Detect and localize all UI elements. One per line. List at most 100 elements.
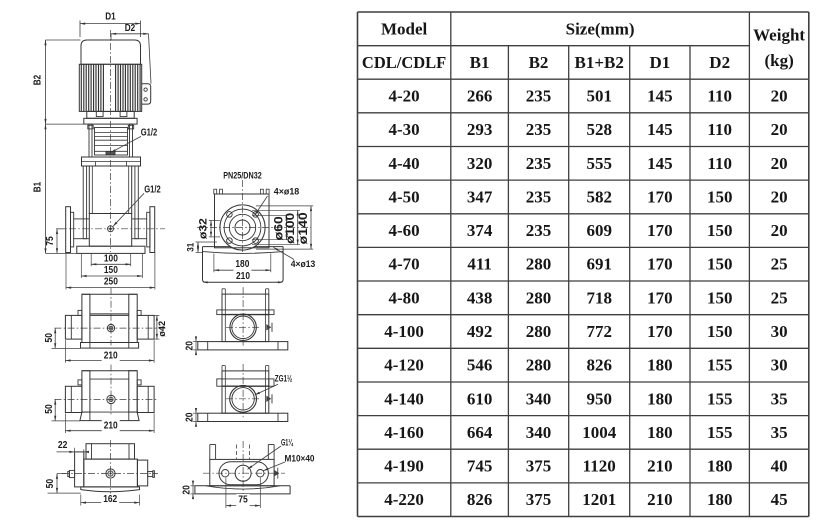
- svg-text:235: 235: [526, 120, 552, 139]
- svg-text:ø60: ø60: [272, 216, 286, 240]
- svg-text:Size(mm): Size(mm): [566, 19, 635, 38]
- svg-text:31: 31: [185, 242, 196, 252]
- svg-text:20: 20: [771, 187, 788, 206]
- svg-text:950: 950: [586, 389, 612, 408]
- svg-text:M10×40: M10×40: [285, 453, 315, 463]
- svg-text:4-50: 4-50: [389, 187, 420, 206]
- svg-text:G1/2: G1/2: [141, 128, 158, 139]
- svg-text:320: 320: [467, 154, 493, 173]
- svg-text:180: 180: [235, 259, 249, 270]
- svg-text:4-60: 4-60: [389, 221, 420, 240]
- svg-text:501: 501: [586, 87, 612, 106]
- svg-text:582: 582: [586, 187, 612, 206]
- svg-text:Weight: Weight: [753, 26, 805, 45]
- svg-text:D2: D2: [709, 53, 730, 72]
- svg-text:4-40: 4-40: [389, 154, 420, 173]
- svg-text:664: 664: [467, 423, 493, 442]
- svg-text:170: 170: [647, 221, 673, 240]
- svg-text:20: 20: [182, 485, 193, 495]
- svg-text:150: 150: [707, 255, 733, 274]
- svg-text:826: 826: [467, 490, 493, 509]
- svg-text:B2: B2: [32, 74, 43, 85]
- svg-text:609: 609: [586, 221, 612, 240]
- svg-text:235: 235: [526, 187, 552, 206]
- svg-text:CDL/CDLF: CDL/CDLF: [362, 53, 446, 72]
- svg-text:210: 210: [104, 421, 118, 432]
- svg-text:ø100: ø100: [283, 212, 297, 243]
- svg-text:150: 150: [707, 187, 733, 206]
- svg-text:25: 25: [771, 255, 788, 274]
- svg-text:75: 75: [238, 495, 248, 506]
- svg-text:D1: D1: [105, 12, 116, 23]
- svg-text:375: 375: [526, 490, 552, 509]
- svg-text:162: 162: [103, 494, 117, 505]
- svg-text:280: 280: [526, 288, 552, 307]
- svg-text:ZG1½: ZG1½: [275, 373, 293, 383]
- svg-text:25: 25: [771, 288, 788, 307]
- svg-text:35: 35: [771, 423, 788, 442]
- svg-text:ø32: ø32: [198, 218, 210, 239]
- svg-text:555: 555: [586, 154, 612, 173]
- svg-text:4-220: 4-220: [384, 490, 424, 509]
- svg-text:20: 20: [185, 412, 196, 422]
- svg-text:B1: B1: [470, 53, 490, 72]
- svg-text:280: 280: [526, 356, 552, 375]
- svg-text:22: 22: [58, 440, 68, 451]
- svg-text:170: 170: [647, 255, 673, 274]
- svg-text:ø42: ø42: [157, 321, 167, 337]
- svg-text:180: 180: [707, 490, 733, 509]
- svg-text:718: 718: [586, 288, 612, 307]
- svg-text:4×ø18: 4×ø18: [274, 186, 300, 196]
- svg-text:411: 411: [467, 255, 492, 274]
- svg-text:180: 180: [647, 356, 673, 375]
- svg-text:4-140: 4-140: [384, 389, 424, 408]
- svg-text:293: 293: [467, 120, 493, 139]
- svg-text:35: 35: [771, 389, 788, 408]
- svg-text:280: 280: [526, 255, 552, 274]
- svg-text:4-30: 4-30: [389, 120, 420, 139]
- svg-text:4-100: 4-100: [384, 322, 424, 341]
- svg-text:374: 374: [467, 221, 493, 240]
- svg-text:4-20: 4-20: [389, 87, 420, 106]
- svg-text:D2: D2: [125, 23, 136, 34]
- svg-text:210: 210: [104, 350, 118, 361]
- svg-text:340: 340: [526, 389, 552, 408]
- svg-text:691: 691: [586, 255, 612, 274]
- svg-text:PN25/DN32: PN25/DN32: [223, 171, 262, 181]
- svg-text:50: 50: [45, 478, 56, 488]
- svg-text:546: 546: [467, 356, 493, 375]
- svg-text:20: 20: [771, 87, 788, 106]
- svg-text:20: 20: [771, 120, 788, 139]
- svg-text:1120: 1120: [583, 457, 616, 476]
- svg-text:170: 170: [647, 187, 673, 206]
- svg-text:20: 20: [771, 221, 788, 240]
- svg-text:826: 826: [586, 356, 612, 375]
- svg-text:B1: B1: [33, 181, 44, 192]
- svg-text:745: 745: [467, 457, 493, 476]
- svg-text:110: 110: [707, 120, 732, 139]
- svg-text:235: 235: [526, 221, 552, 240]
- svg-text:155: 155: [707, 356, 733, 375]
- svg-text:155: 155: [707, 389, 733, 408]
- svg-text:4×ø13: 4×ø13: [291, 259, 316, 269]
- svg-text:30: 30: [771, 322, 788, 341]
- svg-text:45: 45: [771, 490, 788, 509]
- svg-text:150: 150: [707, 221, 733, 240]
- svg-text:150: 150: [707, 322, 733, 341]
- svg-text:280: 280: [526, 322, 552, 341]
- svg-text:210: 210: [647, 490, 673, 509]
- svg-text:438: 438: [467, 288, 493, 307]
- svg-text:Model: Model: [381, 19, 428, 38]
- svg-text:145: 145: [647, 154, 673, 173]
- svg-text:110: 110: [707, 154, 732, 173]
- svg-text:375: 375: [526, 457, 552, 476]
- svg-text:210: 210: [236, 271, 250, 282]
- svg-text:B1+B2: B1+B2: [575, 53, 624, 72]
- svg-text:30: 30: [771, 356, 788, 375]
- svg-text:266: 266: [467, 87, 493, 106]
- svg-text:235: 235: [526, 154, 552, 173]
- svg-text:155: 155: [707, 423, 733, 442]
- svg-text:610: 610: [467, 389, 493, 408]
- svg-text:G1¼: G1¼: [281, 437, 294, 447]
- svg-text:250: 250: [104, 277, 118, 288]
